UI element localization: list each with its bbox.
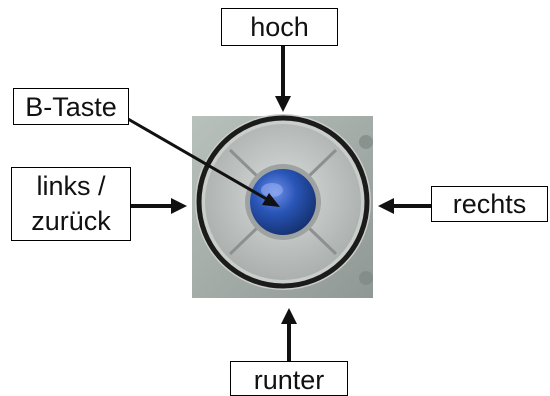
label-left-line1: links / <box>36 171 106 201</box>
label-right-text: rechts <box>452 189 527 219</box>
label-up: hoch <box>221 8 338 46</box>
label-down-text: runter <box>253 365 325 395</box>
label-left: links / zurück <box>11 167 131 241</box>
label-b-key-text: B-Taste <box>25 92 117 122</box>
label-right: rechts <box>431 186 548 222</box>
label-b-key: B-Taste <box>13 88 129 125</box>
arrow-b-key-icon <box>127 117 271 203</box>
label-left-line2: zurück <box>31 206 111 236</box>
label-up-text: hoch <box>250 12 309 42</box>
b-button-icon <box>250 169 316 235</box>
dpad-control-icon <box>192 114 373 298</box>
arrow-icon <box>127 46 431 361</box>
label-down: runter <box>230 361 348 396</box>
